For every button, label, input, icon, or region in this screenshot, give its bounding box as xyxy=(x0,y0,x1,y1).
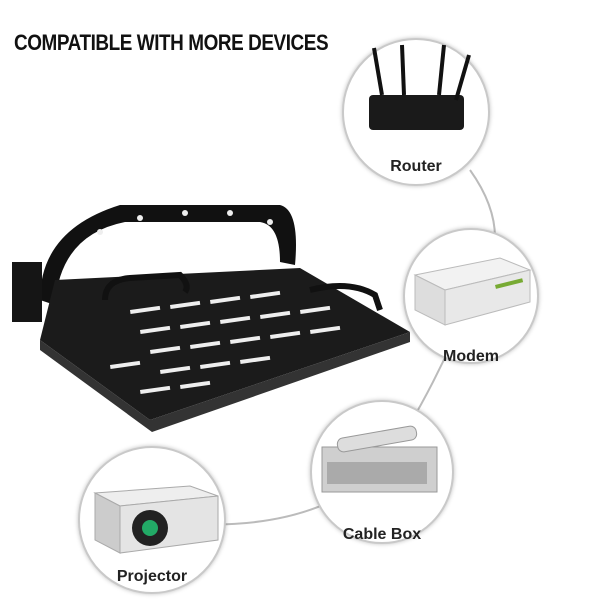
device-label: Projector xyxy=(116,568,188,585)
device-label: Cable Box xyxy=(342,526,422,543)
cable-box-circle: Cable Box xyxy=(310,400,454,544)
device-label: Modem xyxy=(443,348,499,365)
projector-icon xyxy=(93,485,219,554)
headline: COMPATIBLE WITH MORE DEVICES xyxy=(14,30,329,55)
device-label: Router xyxy=(390,158,442,175)
modem-icon xyxy=(413,257,532,326)
cable-box-icon xyxy=(321,425,438,493)
router-circle: Router xyxy=(342,38,490,186)
projector-circle: Projector xyxy=(78,446,226,594)
router-icon xyxy=(369,44,471,130)
modem-circle: Modem xyxy=(403,228,539,365)
